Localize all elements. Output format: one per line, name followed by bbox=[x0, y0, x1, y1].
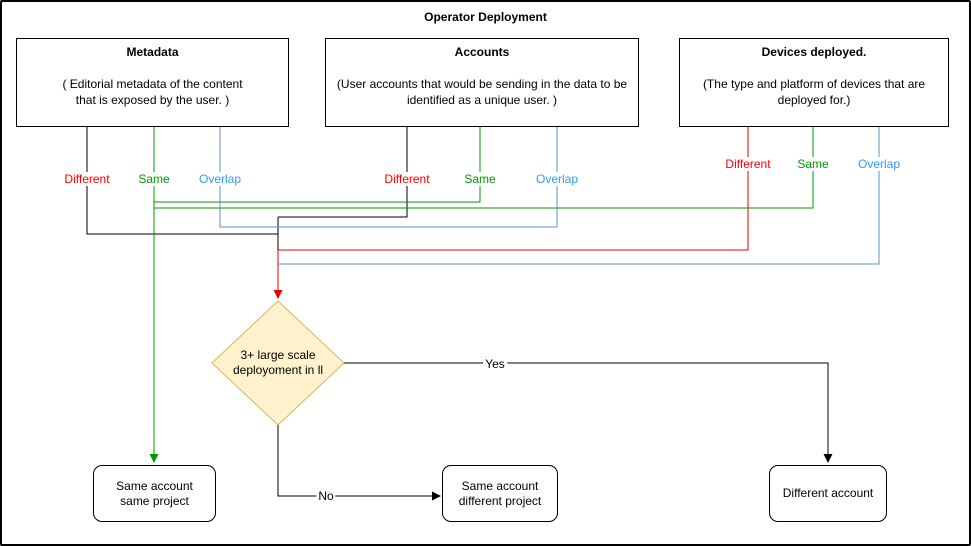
devices-title: Devices deployed. bbox=[761, 45, 867, 59]
accounts-body-line-2: identified as a unique user. ) bbox=[406, 93, 558, 107]
edge-no bbox=[277, 425, 432, 497]
edge-metadata-different bbox=[86, 127, 278, 235]
decision-line-2: deployoment in ll bbox=[232, 363, 324, 377]
edge-yes bbox=[344, 362, 829, 454]
label-metadata-different: Different bbox=[62, 172, 112, 186]
edge-label-yes: Yes bbox=[483, 357, 507, 371]
decision-line-1: 3+ large scale bbox=[240, 348, 316, 362]
label-devices-overlap: Overlap bbox=[855, 157, 903, 171]
same-account-different-project-line-2: different project bbox=[458, 493, 542, 508]
metadata-body-line-2: that is exposed by the user. ) bbox=[75, 93, 230, 107]
metadata-body-line-1: ( Editorial metadata of the content bbox=[62, 77, 243, 91]
label-accounts-overlap: Overlap bbox=[533, 172, 581, 186]
label-devices-same: Same bbox=[795, 157, 831, 171]
label-devices-different: Different bbox=[723, 157, 773, 171]
devices-body-line-1: (The type and platform of devices that a… bbox=[702, 77, 926, 91]
edge-label-no: No bbox=[316, 489, 336, 503]
accounts-body: (User accounts that would be sending in … bbox=[326, 76, 638, 108]
node-same-account-different-project: Same account different project bbox=[442, 465, 558, 522]
edge-devices-same bbox=[154, 127, 814, 209]
label-metadata-overlap: Overlap bbox=[196, 172, 244, 186]
node-different-account: Different account bbox=[769, 465, 887, 522]
same-account-same-project-line-1: Same account bbox=[116, 478, 193, 493]
node-devices: Devices deployed. (The type and platform… bbox=[679, 38, 949, 127]
arrowhead-different-account-icon bbox=[823, 454, 833, 463]
node-same-account-same-project: Same account same project bbox=[93, 465, 216, 522]
devices-body: (The type and platform of devices that a… bbox=[680, 76, 948, 108]
label-metadata-same: Same bbox=[136, 172, 172, 186]
devices-body-line-2: deployed for.) bbox=[777, 93, 851, 107]
edge-devices-overlap bbox=[278, 127, 880, 265]
edge-devices-different bbox=[278, 127, 749, 251]
node-metadata: Metadata ( Editorial metadata of the con… bbox=[16, 38, 289, 127]
page-title: Operator Deployment bbox=[424, 10, 547, 24]
metadata-body: ( Editorial metadata of the content that… bbox=[17, 76, 288, 108]
edge-accounts-same bbox=[154, 127, 481, 203]
accounts-body-line-1: (User accounts that would be sending in … bbox=[336, 77, 628, 91]
arrowhead-same-project-icon bbox=[149, 454, 159, 463]
decision-label: 3+ large scale deployoment in ll bbox=[208, 348, 348, 378]
metadata-title: Metadata bbox=[126, 45, 179, 59]
accounts-title: Accounts bbox=[454, 45, 510, 59]
same-account-same-project-line-2: same project bbox=[120, 493, 189, 508]
arrowhead-different-project-icon bbox=[432, 491, 441, 501]
label-accounts-same: Same bbox=[462, 172, 498, 186]
arrowhead-into-decision-icon bbox=[273, 290, 283, 299]
node-accounts: Accounts (User accounts that would be se… bbox=[325, 38, 639, 127]
same-account-different-project-line-1: Same account bbox=[461, 478, 539, 493]
different-account-line-1: Different account bbox=[782, 486, 874, 500]
label-accounts-different: Different bbox=[382, 172, 432, 186]
